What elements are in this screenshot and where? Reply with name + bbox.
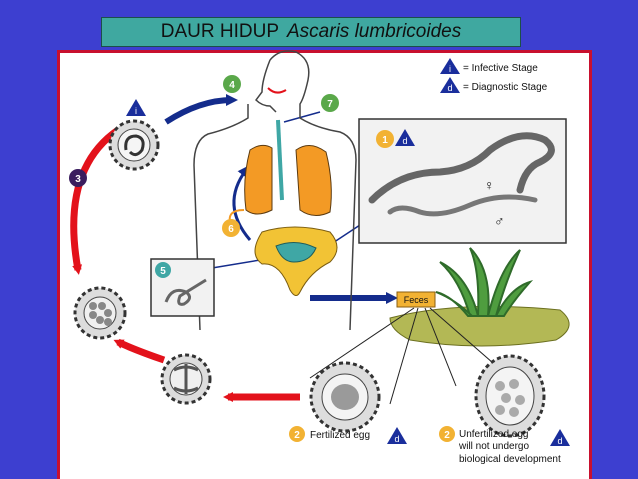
stage7-pointer: [283, 111, 321, 123]
diagnostic-legend-text: = Diagnostic Stage: [463, 82, 548, 93]
male-symbol: ♂: [494, 213, 505, 229]
soil-area: [389, 247, 570, 347]
egg-icon: [160, 353, 212, 405]
stage-number-7: 7: [327, 99, 333, 110]
diagram-title: DAUR HIDUP Ascaris lumbricoides: [101, 17, 521, 47]
egg-icon: [108, 119, 160, 171]
stage-badge-4: 4: [223, 75, 241, 93]
ingestion-arrow: [164, 94, 238, 125]
migration-arrow: [232, 165, 252, 241]
title-species: Ascaris lumbricoides: [287, 21, 462, 42]
stage-number-6: 6: [228, 224, 234, 235]
stage-badge-5: 5: [155, 262, 171, 278]
svg-text:d: d: [557, 436, 562, 446]
unfertilized-egg-icon: [474, 354, 546, 438]
unfertilized-label: 2 Unfertilized egg will not undergo biol…: [439, 426, 570, 465]
fertilized-text: Fertilized egg: [310, 430, 370, 441]
feces-label: Feces: [396, 291, 436, 308]
svg-text:d: d: [402, 136, 407, 146]
human-body: [193, 50, 357, 331]
unfertilized-text-1: Unfertilized egg: [459, 429, 528, 440]
adult-worms-box: 1 d ♀ ♂: [358, 118, 567, 244]
diagnostic-triangle-icon: d: [440, 77, 460, 93]
egg-icon: [73, 286, 127, 340]
infective-symbol: i: [449, 64, 451, 74]
stage-badge-3: 3: [69, 169, 87, 187]
worm-icon: [368, 132, 555, 204]
worm-icon: [164, 278, 207, 306]
infective-legend-text: = Infective Stage: [463, 63, 538, 74]
stage-number-3: 3: [75, 174, 81, 185]
infective-marker-icon: i: [126, 99, 146, 116]
stage-number-2b: 2: [444, 430, 450, 441]
stage-number-1: 1: [382, 135, 388, 146]
unfertilized-text-2: will not undergo: [458, 441, 529, 452]
legend: i = Infective Stage d = Diagnostic Stage: [440, 58, 548, 93]
diagnostic-symbol: d: [447, 83, 452, 93]
cycle-arrow-egg-to-egg: [113, 338, 166, 364]
stage-badge-6: 6: [222, 219, 240, 237]
svg-text:d: d: [394, 434, 399, 444]
fertilized-label: 2 Fertilized egg d: [289, 426, 407, 444]
title-prefix: DAUR HIDUP: [160, 21, 279, 42]
stage-number-4: 4: [229, 80, 235, 91]
feces-text: Feces: [404, 295, 429, 305]
grass-icon: [435, 247, 534, 317]
female-symbol: ♀: [484, 177, 495, 193]
larva-box: 5: [150, 258, 215, 317]
stage-badge-7: 7: [321, 94, 339, 112]
stage-number-2a: 2: [294, 430, 300, 441]
fertilized-egg-icon: [309, 361, 381, 433]
unfertilized-text-3: biological development: [459, 454, 561, 465]
stage-number-5: 5: [160, 266, 166, 277]
stage-badges: 4 7 3 6: [69, 75, 339, 237]
svg-text:i: i: [135, 106, 137, 116]
stage-badge-1: 1 d: [376, 129, 415, 148]
worm-icon: [387, 194, 538, 217]
infective-triangle-icon: i: [440, 58, 460, 74]
